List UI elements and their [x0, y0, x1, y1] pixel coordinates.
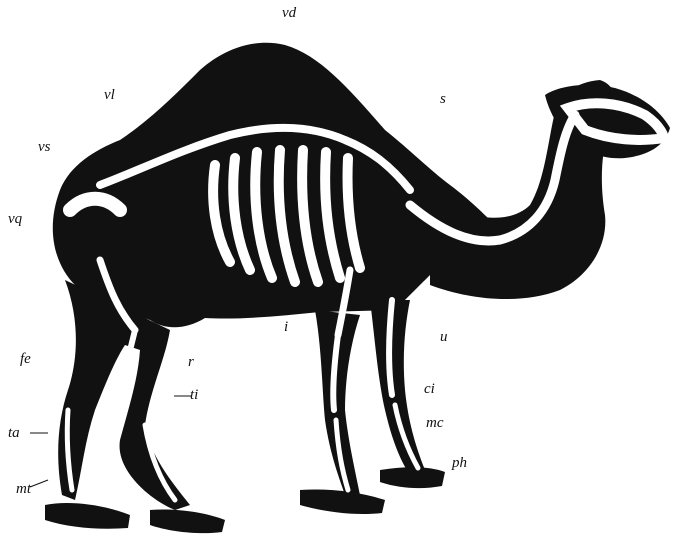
label-vd: vd — [282, 6, 296, 21]
label-ta: ta — [8, 426, 20, 441]
label-r: r — [188, 355, 194, 370]
label-vs: vs — [38, 140, 51, 155]
front-leg2-silhouette — [370, 300, 425, 475]
radius-front2 — [389, 300, 392, 395]
label-i: i — [284, 320, 288, 335]
label-s: s — [440, 92, 446, 107]
label-ci: ci — [424, 382, 435, 397]
label-mc: mc — [426, 416, 444, 431]
label-u: u — [440, 330, 448, 345]
label-vl: vl — [104, 88, 115, 103]
label-mt: mt — [16, 482, 31, 497]
label-ph: ph — [452, 456, 467, 471]
label-fe: fe — [20, 352, 31, 367]
leader-lines — [30, 396, 192, 487]
label-ti: ti — [190, 388, 198, 403]
feet-silhouette — [45, 467, 445, 533]
label-vq: vq — [8, 212, 22, 227]
